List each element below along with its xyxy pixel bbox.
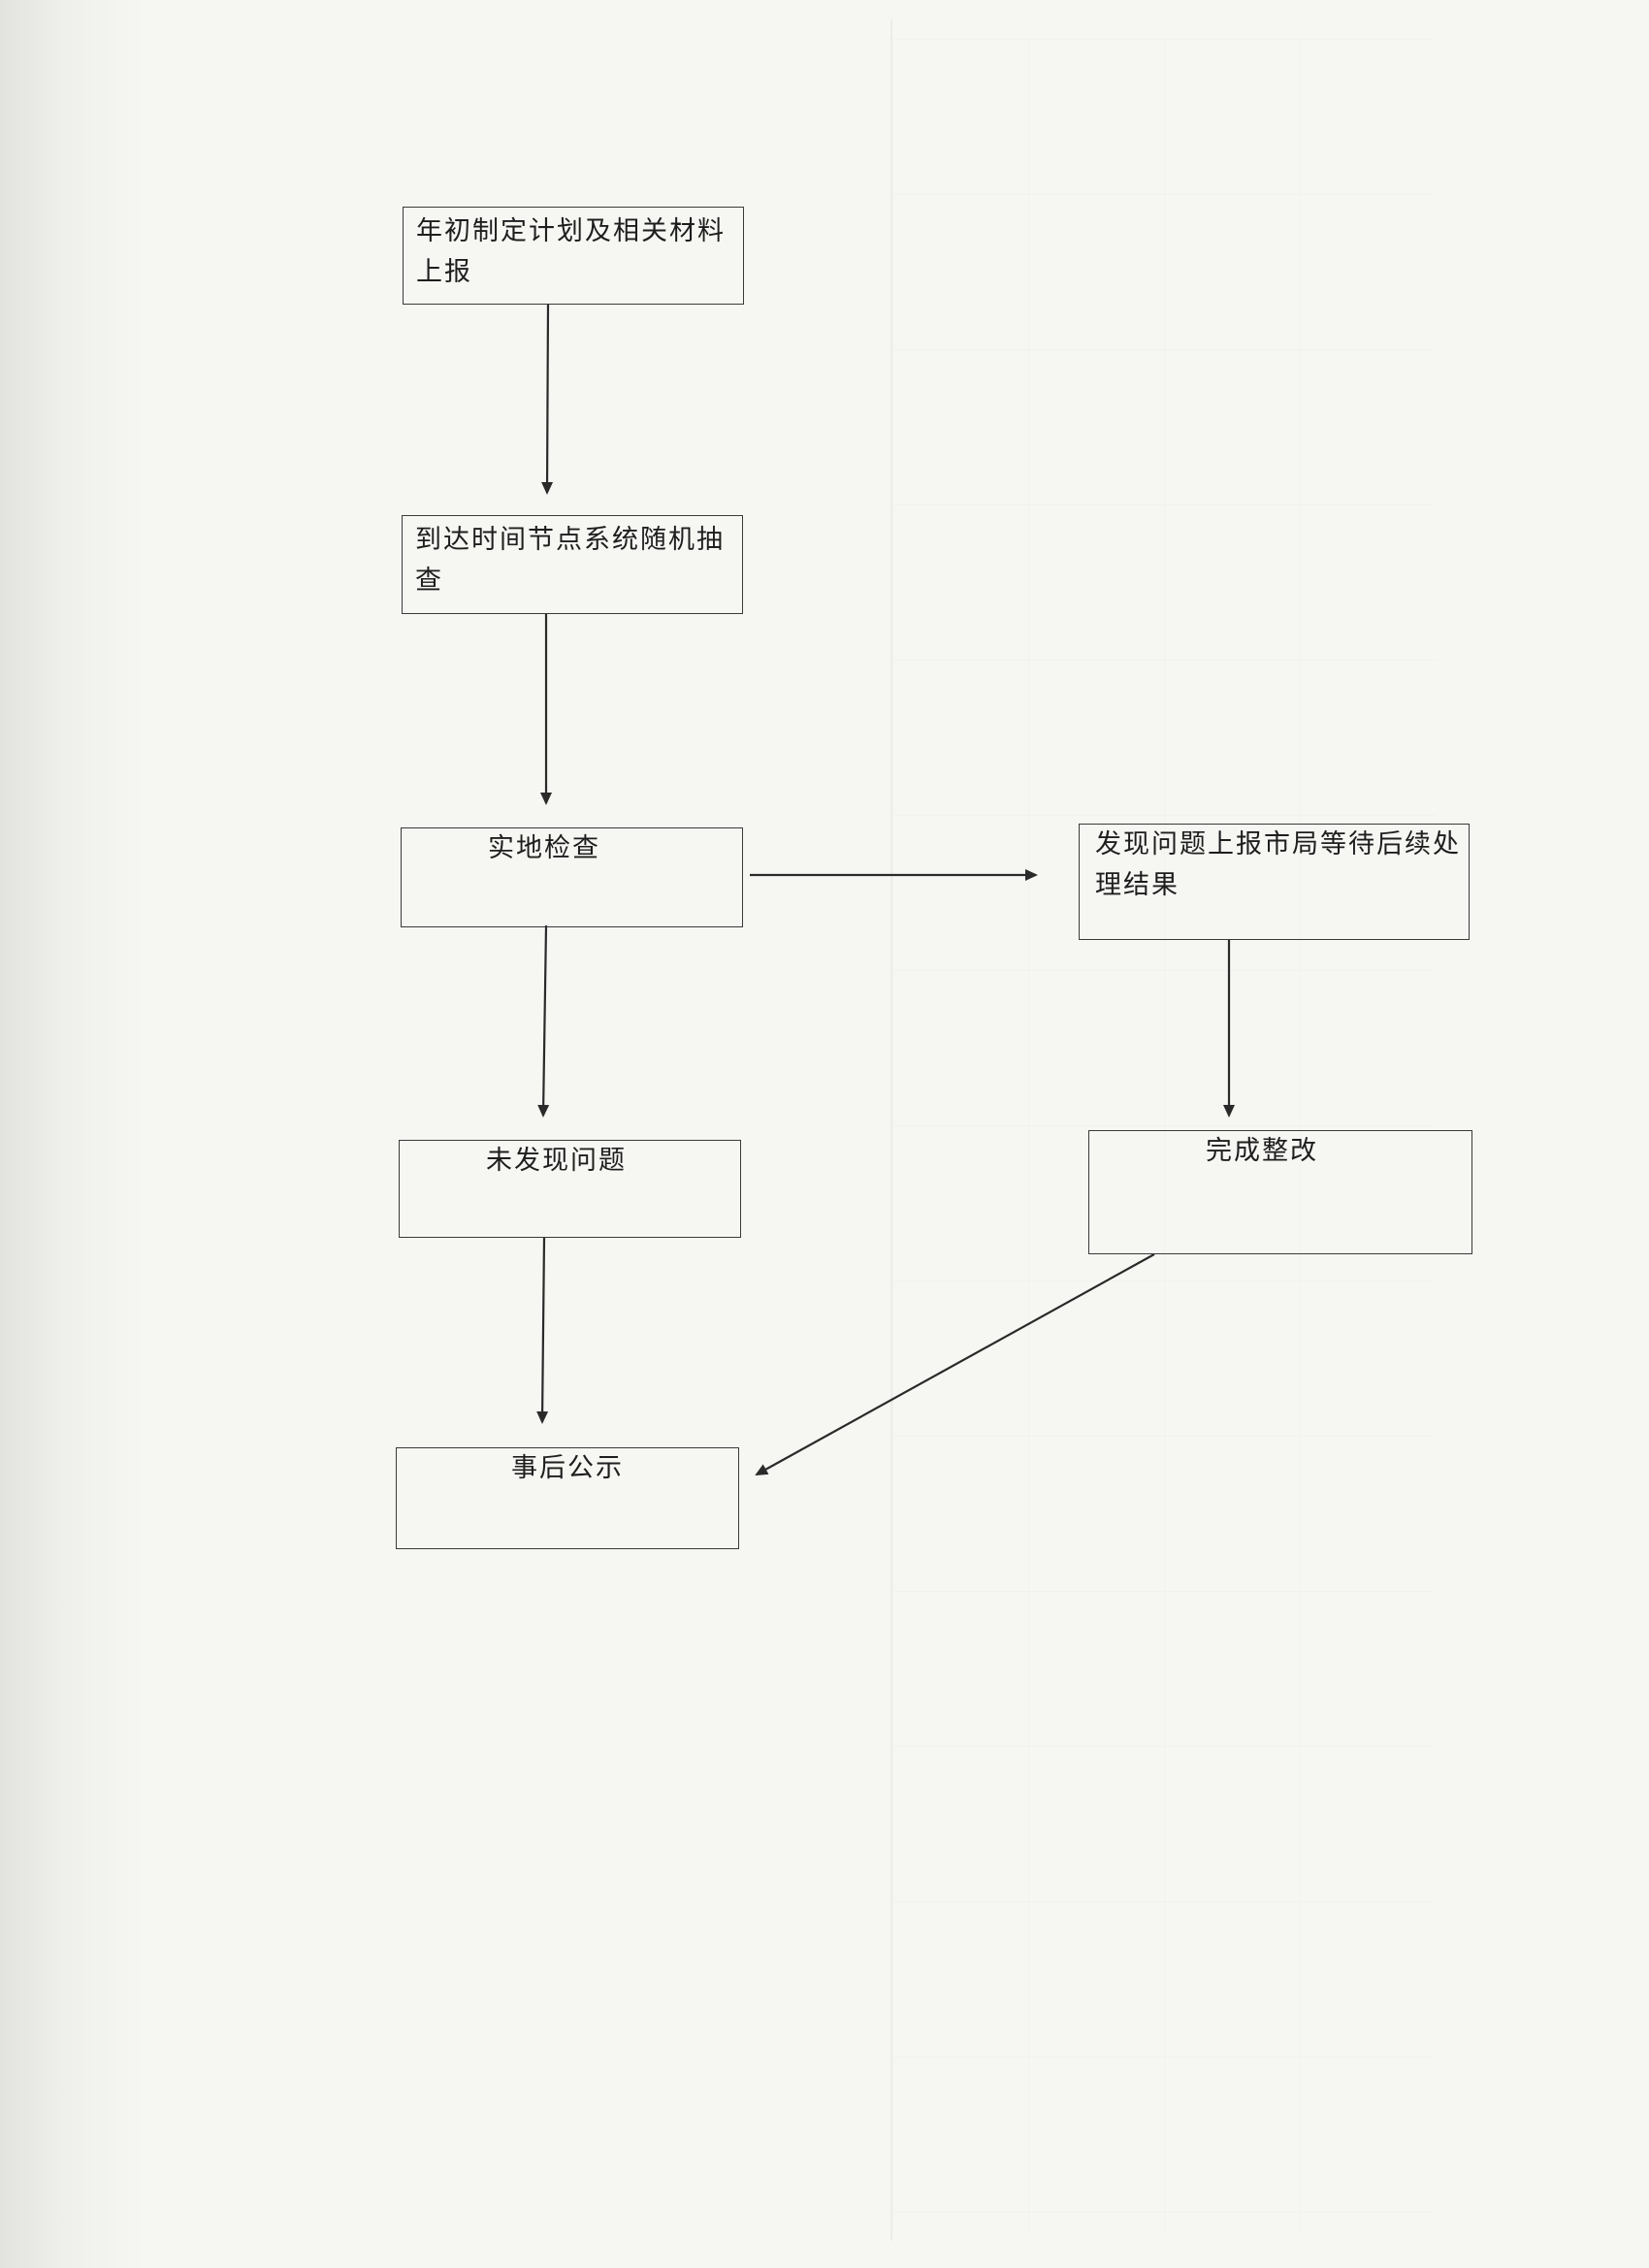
- scan-fold-line: [890, 19, 892, 2241]
- node-rectified-label: 完成整改: [1206, 1136, 1318, 1166]
- node-no-problem: 未发现问题: [399, 1140, 741, 1238]
- node-onsite-inspection-label: 实地检查: [488, 833, 600, 863]
- node-annual-plan-label: 年初制定计划及相关材料上报: [416, 216, 726, 287]
- node-report-problem: 发现问题上报市局等待后续处理结果: [1079, 824, 1470, 940]
- node-no-problem-label: 未发现问题: [486, 1146, 627, 1176]
- node-onsite-inspection: 实地检查: [401, 827, 743, 927]
- node-report-problem-label: 发现问题上报市局等待后续处理结果: [1095, 829, 1461, 900]
- scan-shadow-edge: [0, 0, 146, 2268]
- scan-bleed-through: [892, 39, 1436, 2231]
- arrow-onsite-to-no-problem: [537, 924, 550, 1118]
- node-publicity-label: 事后公示: [511, 1453, 624, 1483]
- node-random-check: 到达时间节点系统随机抽查: [402, 515, 743, 614]
- node-rectified: 完成整改: [1088, 1130, 1472, 1254]
- arrow-plan-to-random-check: [541, 303, 554, 495]
- node-publicity: 事后公示: [396, 1447, 739, 1549]
- node-random-check-label: 到达时间节点系统随机抽查: [415, 525, 725, 596]
- node-annual-plan: 年初制定计划及相关材料上报: [403, 207, 744, 305]
- arrow-rectified-to-publicity: [755, 1253, 1155, 1475]
- arrow-no-problem-to-publicity: [536, 1237, 549, 1424]
